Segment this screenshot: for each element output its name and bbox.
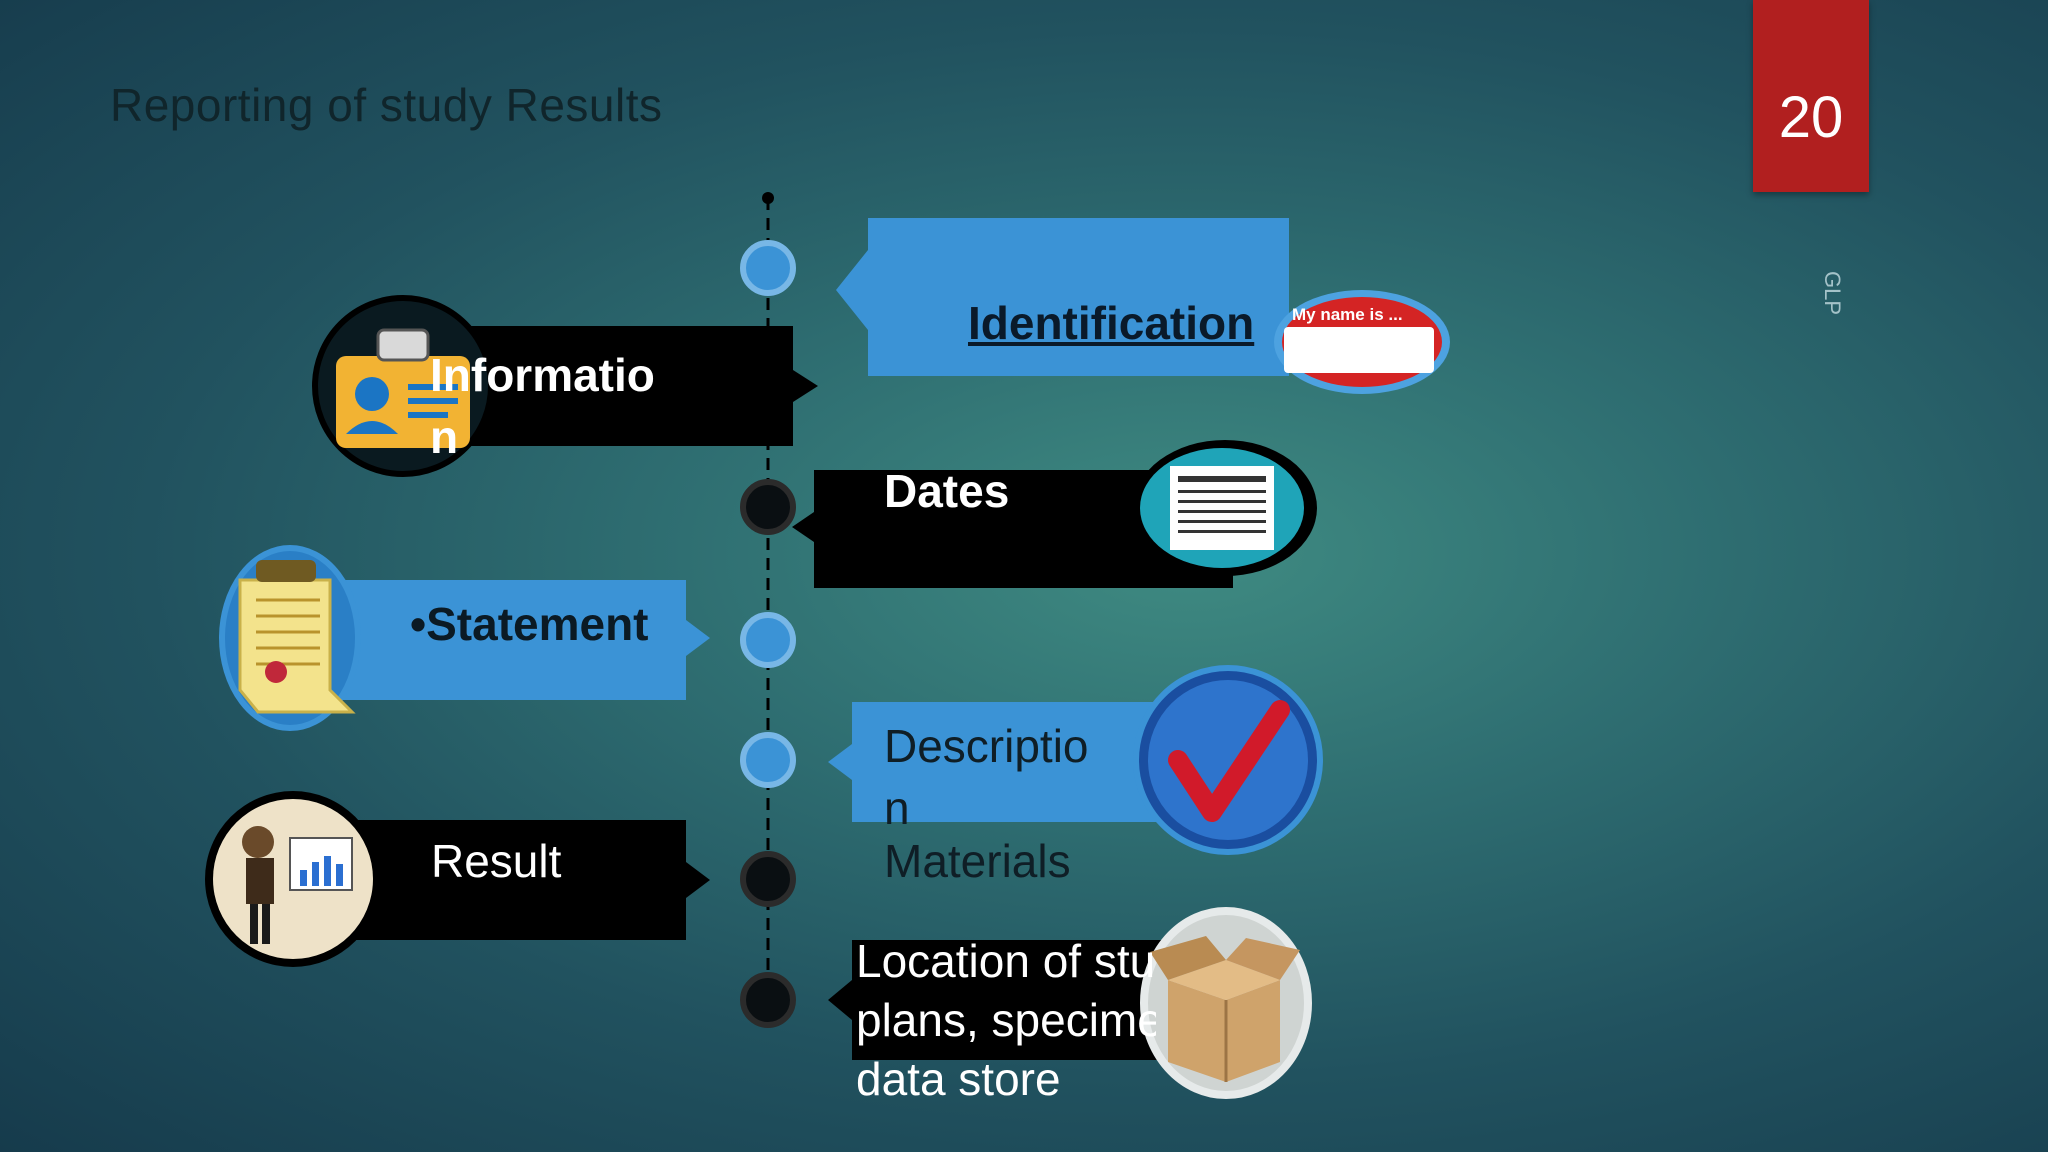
statement-label: •Statement: [410, 598, 649, 650]
identification-label: Identification: [968, 297, 1255, 349]
box-icon: [1140, 907, 1312, 1099]
dates-label: Dates: [884, 465, 1010, 517]
page-number: 20: [1778, 85, 1844, 150]
presenter-icon: [205, 791, 381, 967]
name-tag-icon: My name is ...: [1274, 290, 1450, 394]
identification-callout: [836, 218, 1289, 376]
statement-callout: [334, 580, 710, 700]
timeline-node-2: [740, 479, 796, 535]
location-line-2: plans, specimens,: [856, 994, 1156, 1046]
location-label: Location of study plans, specimens, data…: [856, 932, 1156, 1112]
slide-title: Reporting of study Results: [110, 79, 663, 131]
information-label: Information: [430, 349, 655, 463]
timeline-node-6: [740, 972, 796, 1028]
description-label: Description: [884, 720, 1089, 834]
timeline-node-1: [740, 240, 796, 296]
result-callout: [300, 820, 710, 940]
page-number-tab: 20: [1753, 0, 1869, 192]
checkmark-icon: [1133, 665, 1323, 855]
id-badge-icon: [312, 295, 494, 477]
location-callout: [828, 940, 1190, 1060]
timeline-node-5: [740, 851, 796, 907]
description-callout: [828, 702, 1240, 822]
certificate-scroll-icon: [219, 545, 361, 731]
calendar-icon: [1133, 440, 1317, 576]
svg-text:My name is ...: My name is ...: [1292, 305, 1403, 324]
timeline-node-3: [740, 612, 796, 668]
materials-label: Materials: [884, 835, 1071, 887]
location-line-1: Location of study: [856, 935, 1156, 987]
dates-callout: [792, 470, 1233, 588]
timeline-node-4: [740, 732, 796, 788]
result-label: Result: [431, 835, 562, 887]
timeline-start-dot: [762, 192, 774, 204]
location-line-3: data store: [856, 1053, 1061, 1105]
